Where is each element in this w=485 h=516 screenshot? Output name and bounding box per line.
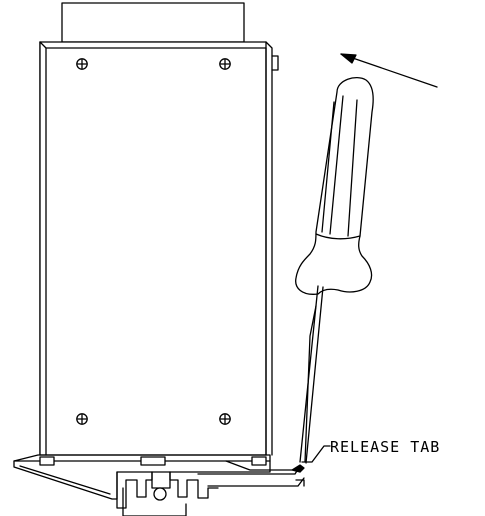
screw-bottom-left: [76, 413, 88, 425]
din-rail-clip: [13, 454, 305, 516]
screw-top-right: [219, 58, 231, 70]
direction-arrow-icon: [340, 53, 438, 88]
screw-top-left: [76, 58, 88, 70]
top-connector: [61, 2, 245, 43]
release-tab-leader: [301, 445, 331, 463]
release-tab: [291, 464, 305, 487]
release-tab-label: RELEASE TAB: [330, 438, 440, 456]
module-body: [39, 41, 267, 456]
screw-bottom-right: [219, 413, 231, 425]
screwdriver-icon: [295, 77, 374, 464]
